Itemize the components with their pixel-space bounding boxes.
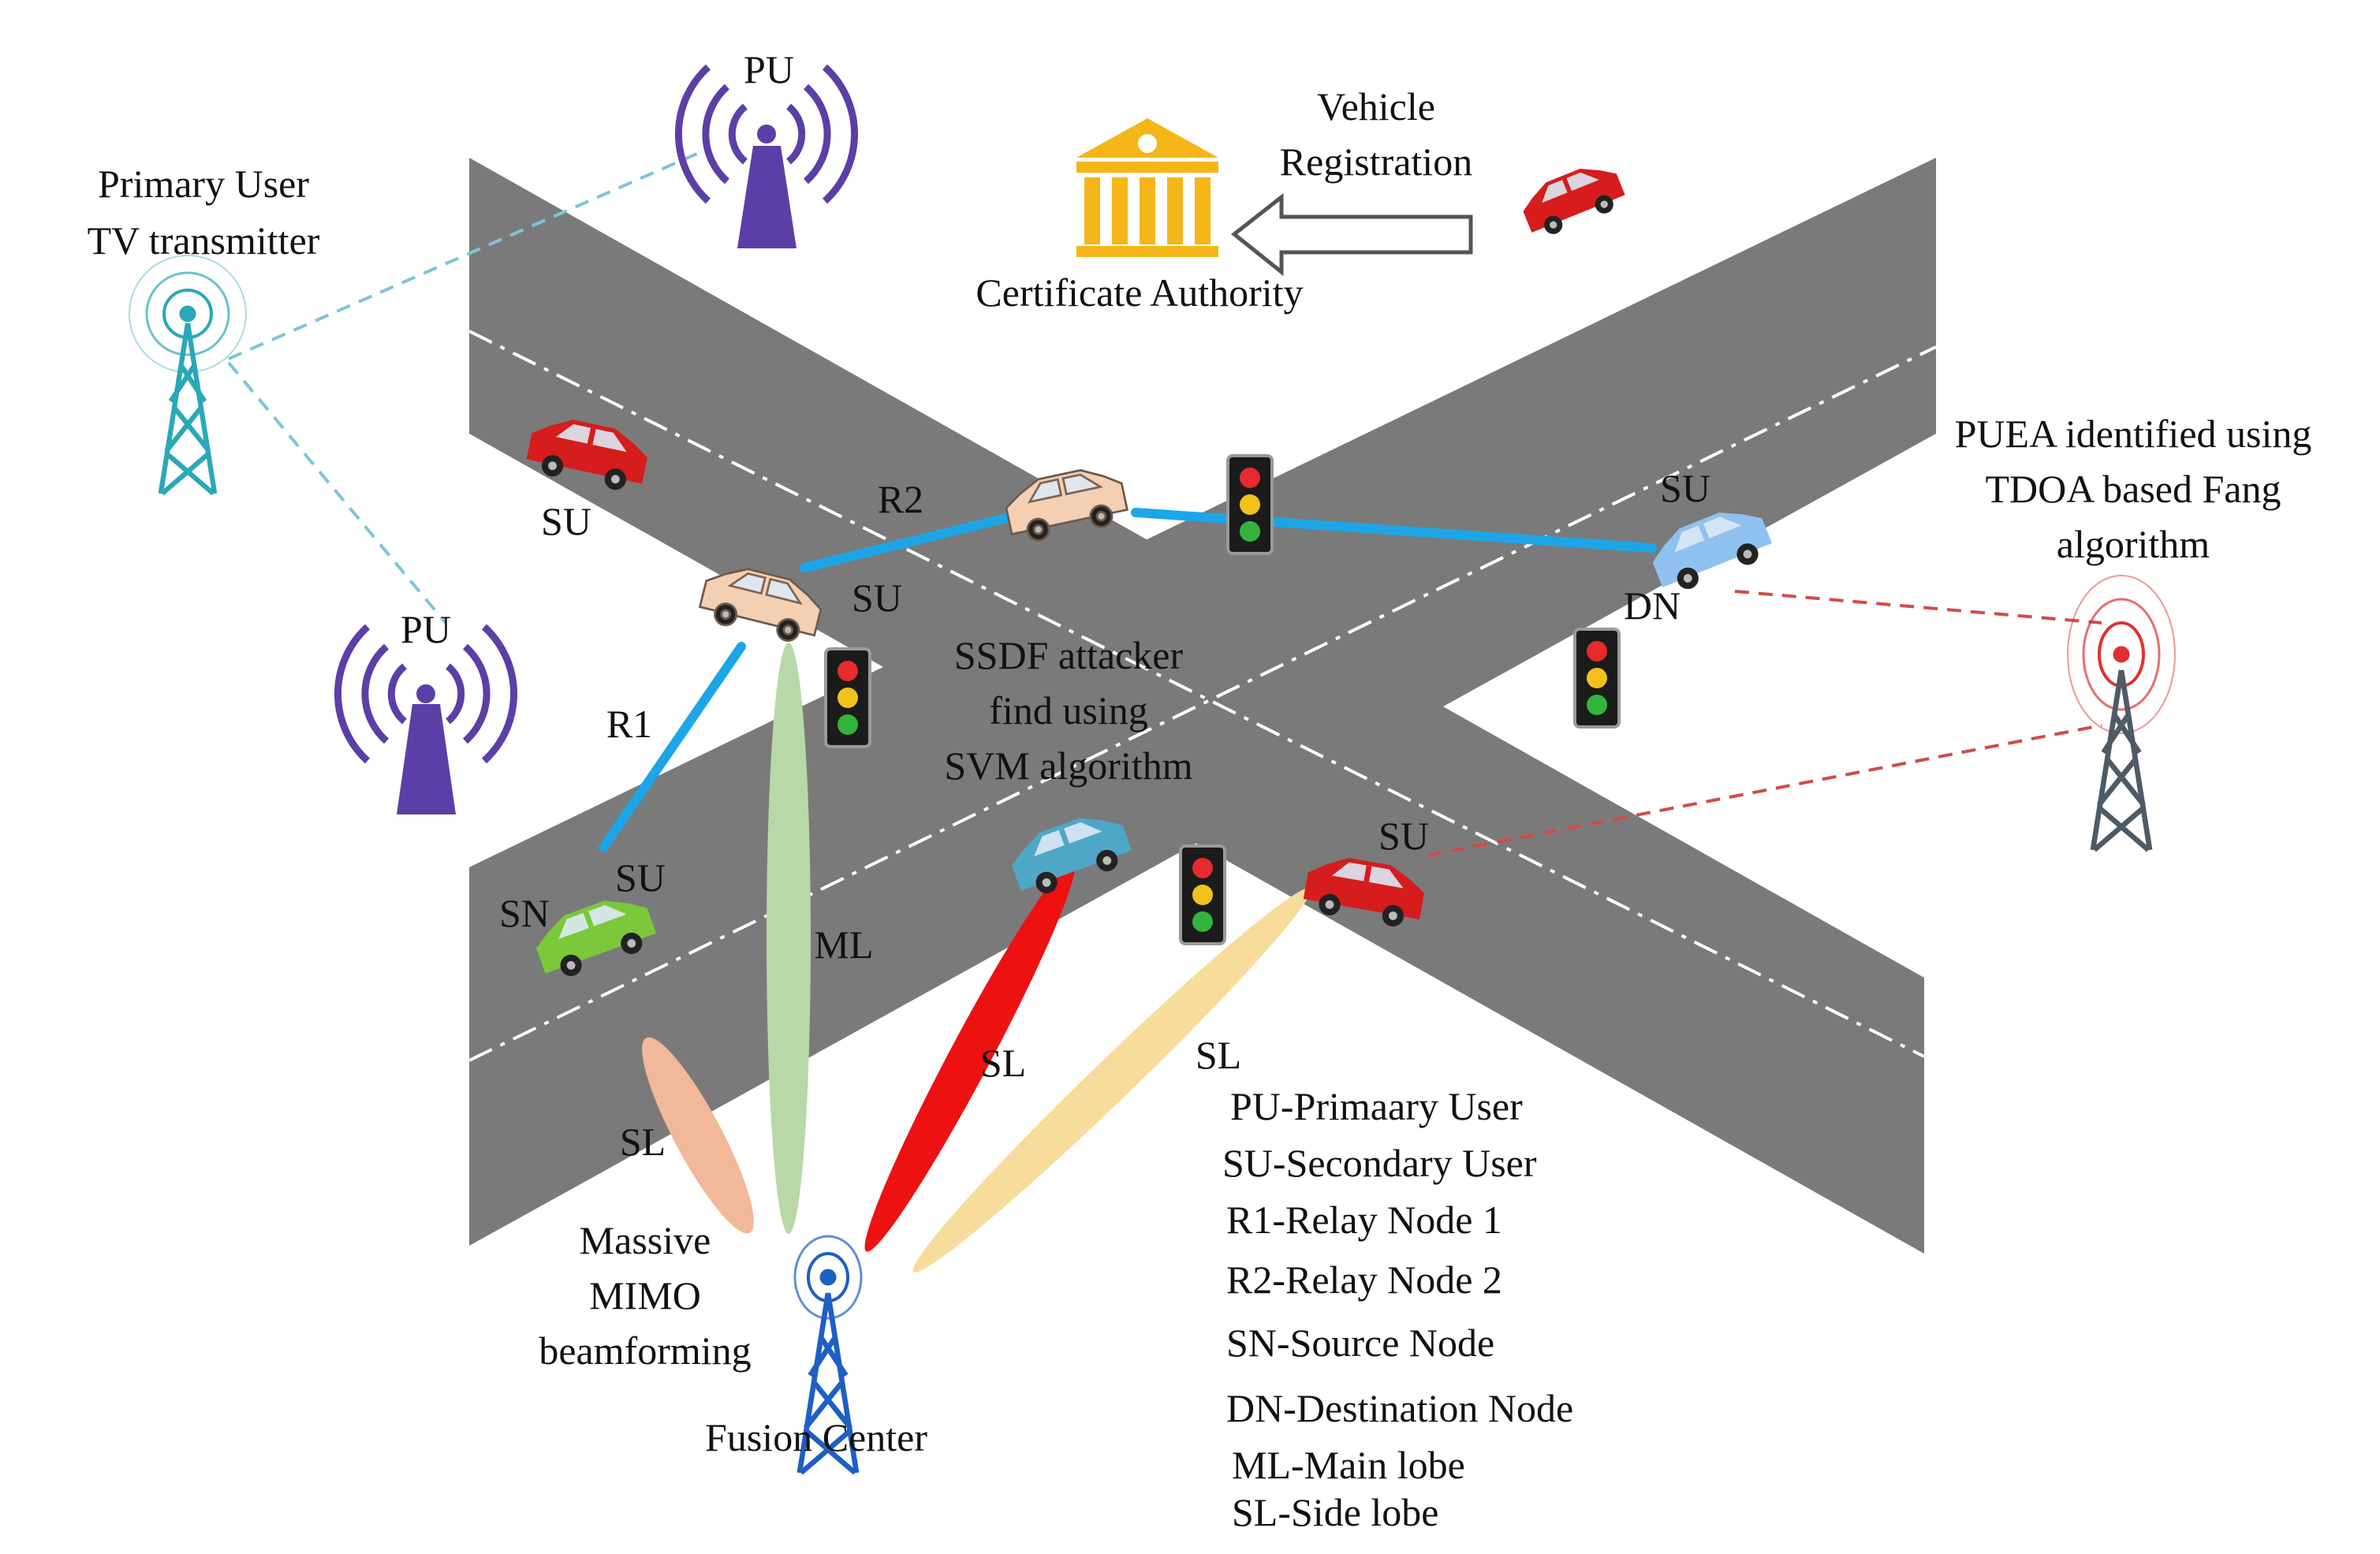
label-su-red: SU	[1378, 814, 1429, 858]
legend-item: DN-Destination Node	[1226, 1386, 1573, 1430]
label-puea-1: PUEA identified using	[1955, 412, 2312, 456]
label-r1: R1	[606, 702, 652, 746]
diagram-labels: Primary User TV transmitter PU PU Vehicl…	[88, 47, 2312, 1459]
label-puea-2: TDOA based Fang	[1986, 467, 2281, 511]
legend-item: ML-Main lobe	[1232, 1443, 1465, 1487]
relay-link-r1	[599, 642, 746, 852]
road-intersection	[468, 158, 1937, 1254]
label-massive: Massive	[580, 1218, 711, 1262]
legend-item: SU-Secondary User	[1222, 1141, 1537, 1185]
radio-tower-icon	[674, 64, 859, 248]
radio-tower-icon	[334, 624, 518, 814]
label-registration: Registration	[1280, 140, 1472, 184]
left-arrow-icon	[1230, 192, 1473, 277]
label-pu-left: PU	[401, 607, 451, 651]
attacker-link-line	[1427, 590, 2102, 857]
label-su-right: SU	[1660, 466, 1710, 510]
traffic-light-icon	[824, 647, 871, 748]
legend-item: SL-Side lobe	[1232, 1490, 1438, 1534]
traffic-light-icon	[1179, 844, 1226, 945]
label-mimo: MIMO	[589, 1273, 701, 1317]
label-ssdf-1: SSDF attacker	[954, 633, 1184, 677]
label-tv-transmitter: TV transmitter	[88, 218, 320, 263]
legend-item: SN-Source Node	[1226, 1321, 1494, 1365]
pu-link-line	[227, 148, 707, 624]
label-su-sn: SU	[615, 855, 666, 900]
traffic-light-icon	[1226, 454, 1274, 555]
side-lobe-yellow	[912, 888, 1311, 1273]
label-r2: R2	[878, 477, 923, 521]
label-ml: ML	[815, 922, 874, 967]
label-vehicle: Vehicle	[1317, 84, 1435, 129]
main-lobe	[767, 643, 811, 1234]
label-su-topleft: SU	[541, 499, 591, 543]
road-sw-ne	[469, 158, 1936, 1246]
legend: PU-Primaary User SU-Secondary User R1-Re…	[1222, 1084, 1573, 1534]
relay-links	[599, 508, 1657, 852]
label-dn: DN	[1624, 583, 1681, 628]
side-lobe-red	[864, 861, 1076, 1252]
label-beamforming: beamforming	[539, 1329, 751, 1373]
label-ssdf-2: find using	[989, 688, 1147, 732]
label-su-r2: SU	[852, 576, 902, 620]
lane-divider	[468, 345, 1937, 1062]
bank-building-icon	[1076, 118, 1218, 257]
legend-item: PU-Primaary User	[1230, 1084, 1523, 1128]
label-sl-yellow: SL	[1196, 1033, 1241, 1077]
beam-lobes	[642, 643, 1311, 1273]
side-lobe-orange	[642, 1037, 754, 1234]
transmission-tower-icon	[2067, 575, 2176, 850]
dashed-links	[227, 148, 2102, 857]
relay-link-r2	[800, 508, 1034, 572]
label-sn: SN	[499, 891, 550, 935]
label-sl-orange: SL	[620, 1120, 666, 1164]
label-puea-3: algorithm	[2057, 522, 2210, 566]
label-certificate-authority: Certificate Authority	[976, 270, 1303, 315]
legend-item: R2-Relay Node 2	[1226, 1258, 1502, 1302]
label-ssdf-3: SVM algorithm	[944, 743, 1192, 788]
lane-divider	[468, 330, 1925, 1058]
label-primary-user: Primary User	[98, 162, 309, 206]
label-pu-top: PU	[744, 47, 794, 91]
car-icon	[1516, 156, 1629, 242]
label-fusion-center: Fusion Center	[705, 1415, 927, 1459]
traffic-light-icon	[1573, 628, 1621, 729]
transmission-tower-icon	[129, 255, 247, 494]
relay-link-dn	[1131, 508, 1657, 553]
legend-item: R1-Relay Node 1	[1226, 1198, 1502, 1242]
label-sl-red: SL	[980, 1041, 1026, 1085]
transmission-tower-icon	[793, 1235, 863, 1473]
